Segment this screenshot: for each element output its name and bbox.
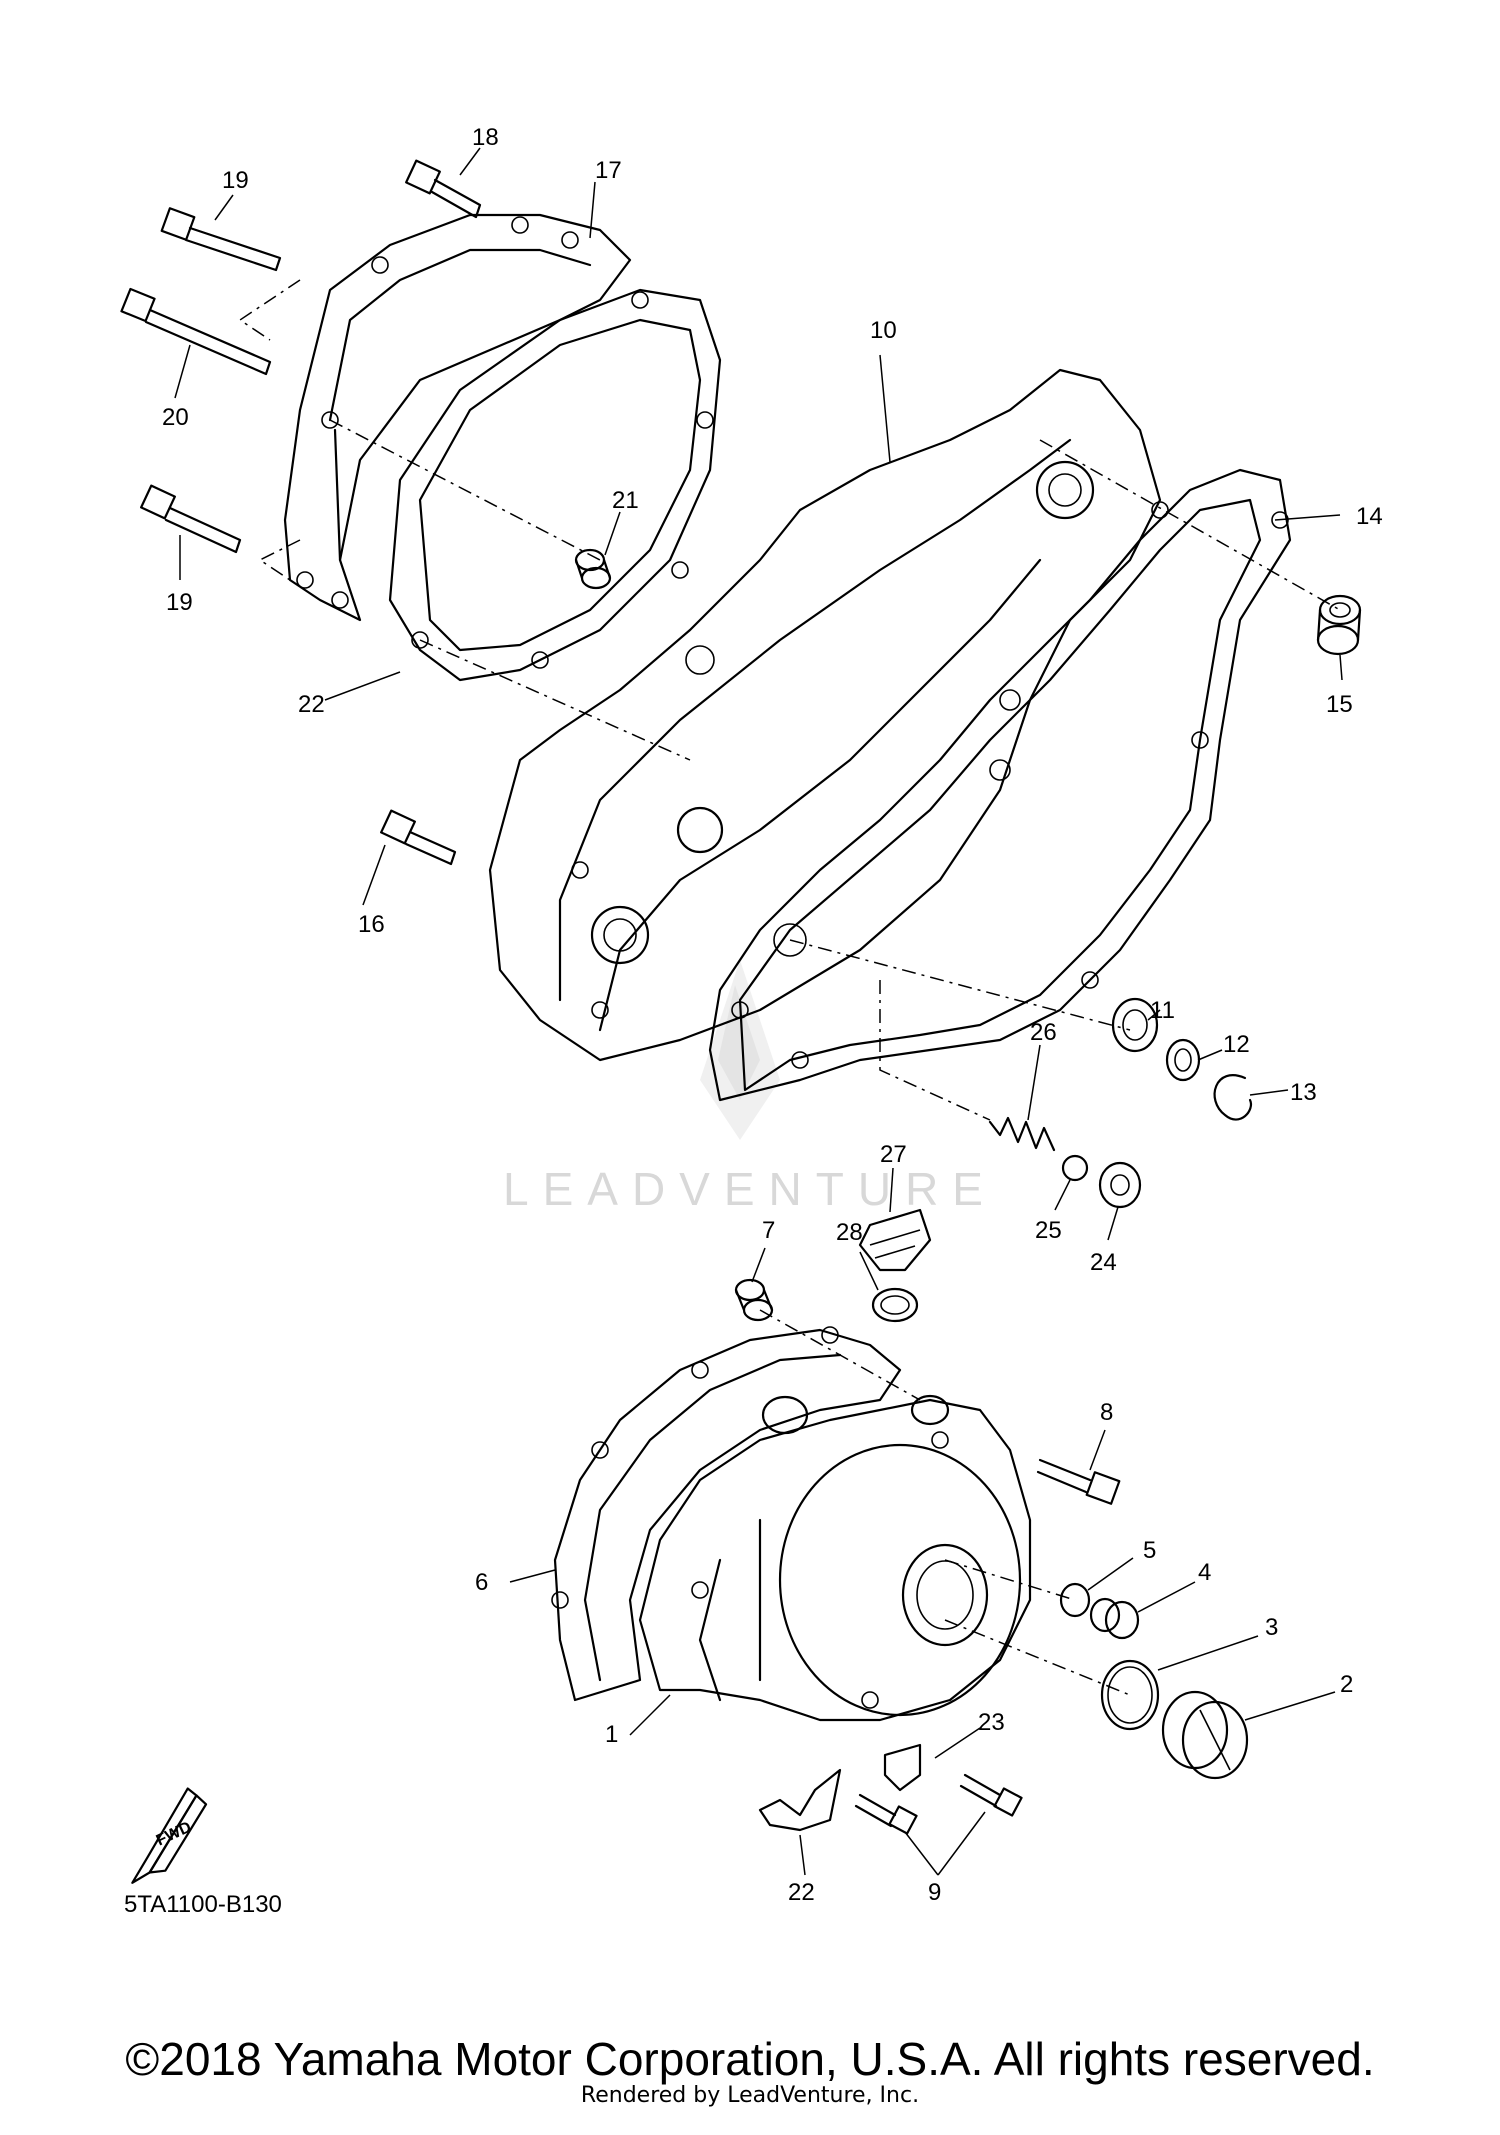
- callout-labels: 18 17 19 20 19 21 22 10 14 15 16 11 12 1…: [162, 124, 1383, 1906]
- bolt-19-upper: [160, 207, 282, 272]
- part-14-gasket: [708, 468, 1292, 1102]
- part-22-gasket: [388, 288, 722, 682]
- fwd-label: FWD: [154, 1819, 194, 1850]
- callout-11: 11: [1150, 997, 1175, 1024]
- clamp-23: [758, 1768, 842, 1832]
- collar-25: [1098, 1161, 1142, 1209]
- bolt-9-left: [854, 1793, 918, 1835]
- callout-8: 8: [1100, 1399, 1113, 1426]
- part-1-cover: [638, 1394, 1032, 1722]
- callout-12: 12: [1223, 1031, 1250, 1058]
- callout-15: 15: [1326, 691, 1353, 718]
- footer-copyright: ©2018 Yamaha Motor Corporation, U.S.A. A…: [125, 2033, 1375, 2085]
- dowel-7: [734, 1278, 774, 1322]
- callout-2: 2: [1340, 1671, 1353, 1698]
- plug-28: [858, 1208, 932, 1272]
- callout-22: 22: [298, 691, 325, 718]
- circlip-13: [1213, 1074, 1253, 1121]
- callout-24: 23: [978, 1709, 1005, 1736]
- spring-27: [988, 1116, 1056, 1152]
- watermark-logo: [700, 960, 780, 1140]
- bolt-9-right: [959, 1773, 1023, 1817]
- callout-23: 22: [788, 1879, 815, 1906]
- callout-14: 14: [1356, 503, 1383, 530]
- bolt-20: [120, 287, 272, 376]
- callout-20: 20: [162, 404, 189, 431]
- cap-2: [1161, 1690, 1249, 1780]
- callout-7: 7: [762, 1217, 775, 1244]
- o-ring-3: [1100, 1659, 1160, 1731]
- bolt-8: [1036, 1458, 1121, 1505]
- callout-10: 10: [870, 317, 897, 344]
- part-10-crankcase-cover: [488, 368, 1162, 1062]
- bolt-18: [405, 159, 482, 219]
- callout-25: 24: [1090, 1249, 1117, 1276]
- leader-lines: [174, 147, 1343, 1876]
- ball-26: [1061, 1154, 1089, 1182]
- callout-4: 4: [1198, 1559, 1211, 1586]
- callout-26: 25: [1035, 1217, 1062, 1244]
- callout-13: 13: [1290, 1079, 1317, 1106]
- callout-19-lower: 19: [166, 589, 193, 616]
- dowel-15: [1316, 594, 1362, 656]
- fwd-arrow-icon: FWD: [131, 1787, 208, 1884]
- callout-18: 18: [472, 124, 499, 151]
- dowel-21: [574, 548, 612, 590]
- callout-21: 21: [612, 487, 639, 514]
- o-ring-29: [871, 1287, 919, 1323]
- callout-1: 1: [605, 1721, 618, 1748]
- clamp-24: [883, 1743, 922, 1792]
- plug-4: [1089, 1597, 1140, 1640]
- callout-28: 27: [880, 1141, 907, 1168]
- callout-17: 17: [595, 157, 622, 184]
- bolt-19-lower: [140, 484, 242, 554]
- callout-16: 16: [358, 911, 385, 938]
- callout-19-upper: 19: [222, 167, 249, 194]
- alignment-lines: [238, 279, 1341, 1696]
- watermark-text: LEADVENTURE: [503, 1163, 997, 1215]
- bolt-16: [380, 809, 457, 866]
- part-6-gasket: [551, 1326, 902, 1702]
- callout-5: 5: [1143, 1537, 1156, 1564]
- washer-12: [1165, 1038, 1201, 1082]
- callout-6: 6: [475, 1569, 488, 1596]
- footer-rendered-by: Rendered by LeadVenture, Inc.: [580, 2083, 920, 2108]
- callout-3: 3: [1265, 1614, 1278, 1641]
- callout-27: 26: [1030, 1019, 1057, 1046]
- bearing-11: [1111, 997, 1159, 1053]
- callout-29: 28: [836, 1219, 863, 1246]
- diagram-code: 5TA1100-B130: [124, 1891, 282, 1918]
- callout-9: 9: [928, 1879, 941, 1906]
- part-17-cover: [283, 213, 632, 622]
- o-ring-5: [1059, 1582, 1091, 1618]
